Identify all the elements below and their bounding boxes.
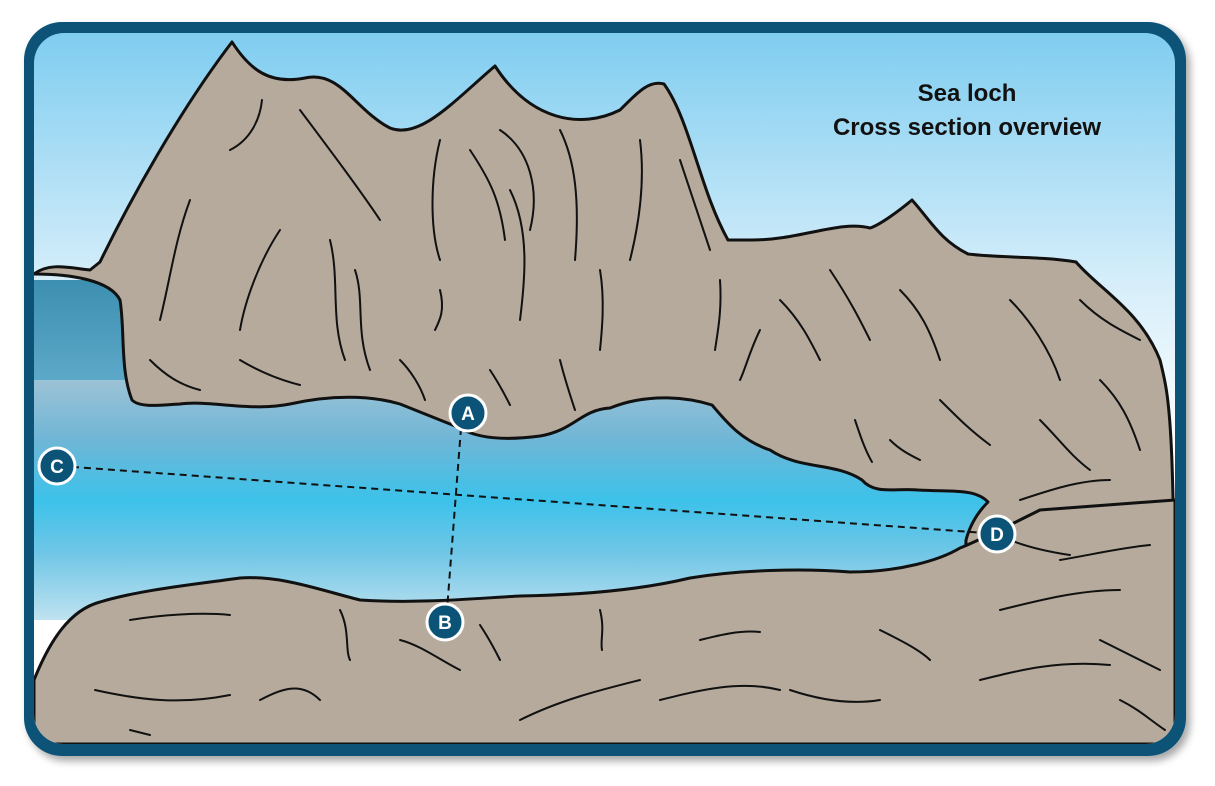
marker-c: C	[37, 446, 77, 486]
marker-a-label: A	[461, 404, 475, 425]
marker-a: A	[448, 393, 488, 433]
rock-texture-upper	[149, 99, 1141, 471]
section-line-a-b	[446, 427, 462, 611]
marker-b: B	[425, 602, 465, 642]
upper-landmass	[34, 40, 1175, 744]
rock-texture-lower	[94, 479, 1166, 736]
diagram-canvas: Sea loch Cross section overview	[34, 33, 1175, 744]
section-line-c-d	[59, 465, 986, 534]
lower-landmass	[34, 498, 1175, 744]
marker-c-label: C	[50, 457, 64, 478]
diagram-title-line2: Cross section overview	[833, 114, 1101, 141]
marker-b-label: B	[438, 613, 452, 634]
marker-d-label: D	[990, 525, 1004, 546]
marker-d: D	[977, 514, 1017, 554]
diagram-title-line1: Sea loch	[918, 80, 1017, 107]
